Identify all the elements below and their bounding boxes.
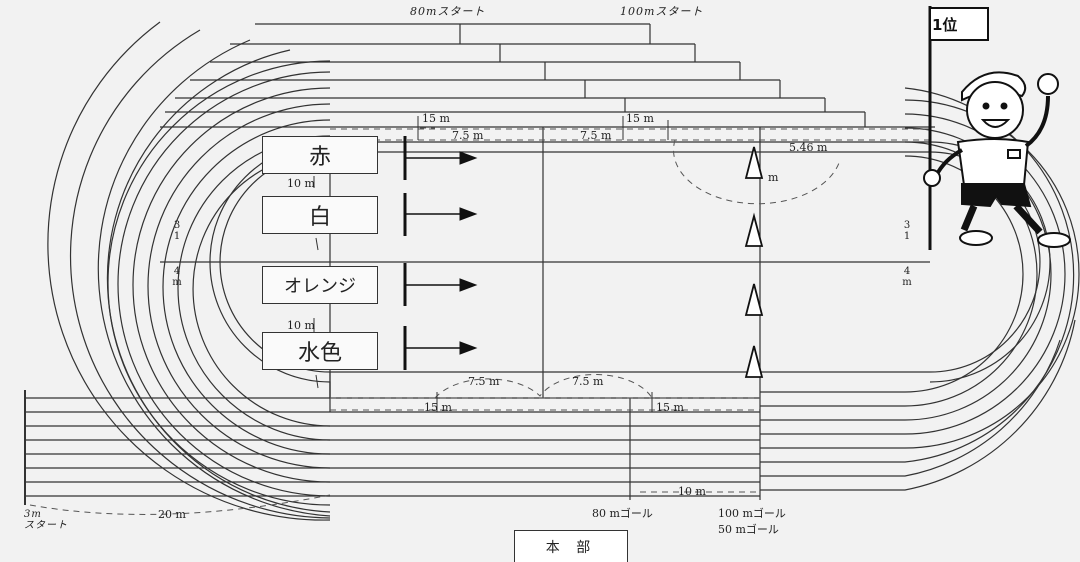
start-left-label: 3m スタート bbox=[24, 509, 68, 531]
marker-white bbox=[403, 193, 478, 236]
measure-radius: 5.46 m bbox=[789, 141, 828, 154]
right-curve-8 bbox=[760, 319, 1076, 491]
measure-right-4m: 4 m bbox=[902, 266, 912, 288]
lane-line-4 bbox=[177, 135, 331, 441]
team-orange: オレンジ bbox=[262, 266, 378, 304]
team-red: 赤 bbox=[262, 136, 378, 174]
track-lanes bbox=[24, 21, 1080, 521]
cone-markers bbox=[744, 146, 764, 378]
measure-gap-10-mid: 10 m bbox=[287, 319, 315, 332]
dash-circle-bottom bbox=[434, 374, 653, 399]
boy-leg-left bbox=[960, 204, 978, 232]
boy-leg-right bbox=[1013, 203, 1043, 235]
lane-line-1 bbox=[219, 151, 1041, 398]
lane-line-11 bbox=[97, 39, 331, 517]
boy-body bbox=[956, 138, 1030, 186]
measure-top-75-right: 7.5 m bbox=[580, 129, 612, 142]
measure-arrow-m: m bbox=[768, 171, 779, 184]
headquarters-box: 本 部 bbox=[514, 530, 628, 562]
dash-circle-top bbox=[673, 139, 841, 205]
measure-bot-10: 10 m bbox=[678, 485, 706, 498]
team-white: 白 bbox=[262, 196, 378, 234]
goal-100m-label: 100 mゴール bbox=[718, 507, 786, 520]
measure-top-15-right: 15 m bbox=[626, 112, 654, 125]
start-20m-label: 20 m bbox=[158, 508, 186, 521]
lane-line-8 bbox=[117, 71, 331, 497]
boy-arm-right bbox=[1024, 95, 1050, 148]
bottom-straight bbox=[25, 397, 760, 497]
goal-80m-label: 80 mゴール bbox=[592, 507, 653, 520]
measure-gap-10-top: 10 m bbox=[287, 177, 315, 190]
flag bbox=[929, 7, 989, 41]
boy-head bbox=[966, 81, 1024, 139]
start-80m-label: 80mスタート bbox=[410, 5, 486, 18]
flag-label: 1位 bbox=[932, 16, 958, 34]
cone-1 bbox=[744, 146, 764, 179]
marker-orange bbox=[403, 263, 478, 306]
measure-left-4m: 4 m bbox=[172, 266, 182, 288]
boy-illustration bbox=[923, 6, 1071, 250]
lane-line-13 bbox=[47, 21, 331, 521]
marker-red bbox=[403, 136, 478, 180]
lane-line-5 bbox=[162, 119, 331, 455]
measure-bot-75-left: 7.5 m bbox=[468, 375, 500, 388]
measure-left-31: 3 1 bbox=[173, 220, 181, 242]
boy-shorts bbox=[961, 183, 1032, 208]
measure-top-15-left: 15 m bbox=[422, 112, 450, 125]
team-lightblue: 水色 bbox=[262, 332, 378, 370]
dashed-guides bbox=[29, 127, 930, 515]
relay-markers bbox=[403, 136, 478, 370]
measure-top-75-left: 7.5 m bbox=[452, 129, 484, 142]
right-curve-7 bbox=[760, 339, 1061, 477]
measure-bot-15-left: 15 m bbox=[424, 401, 452, 414]
cone-3 bbox=[744, 283, 764, 316]
start-100m-label: 100mスタート bbox=[620, 5, 704, 18]
lane-line-9 bbox=[107, 60, 331, 506]
dash-20m bbox=[29, 494, 331, 515]
tick-marks bbox=[313, 116, 669, 412]
lane-line-7 bbox=[132, 87, 331, 483]
right-curve-1 bbox=[760, 155, 1024, 393]
marker-blue bbox=[403, 326, 478, 370]
measure-bot-15-right: 15 m bbox=[656, 401, 684, 414]
measure-bot-75-right: 7.5 m bbox=[572, 375, 604, 388]
measure-right-31: 3 1 bbox=[903, 220, 911, 242]
top-stagger-1 bbox=[459, 24, 866, 127]
lane-line-6 bbox=[147, 103, 331, 469]
goal-50m-label: 50 mゴール bbox=[718, 523, 779, 536]
cone-2 bbox=[744, 212, 764, 247]
lane-line-10 bbox=[106, 49, 331, 513]
cone-4 bbox=[744, 345, 764, 378]
